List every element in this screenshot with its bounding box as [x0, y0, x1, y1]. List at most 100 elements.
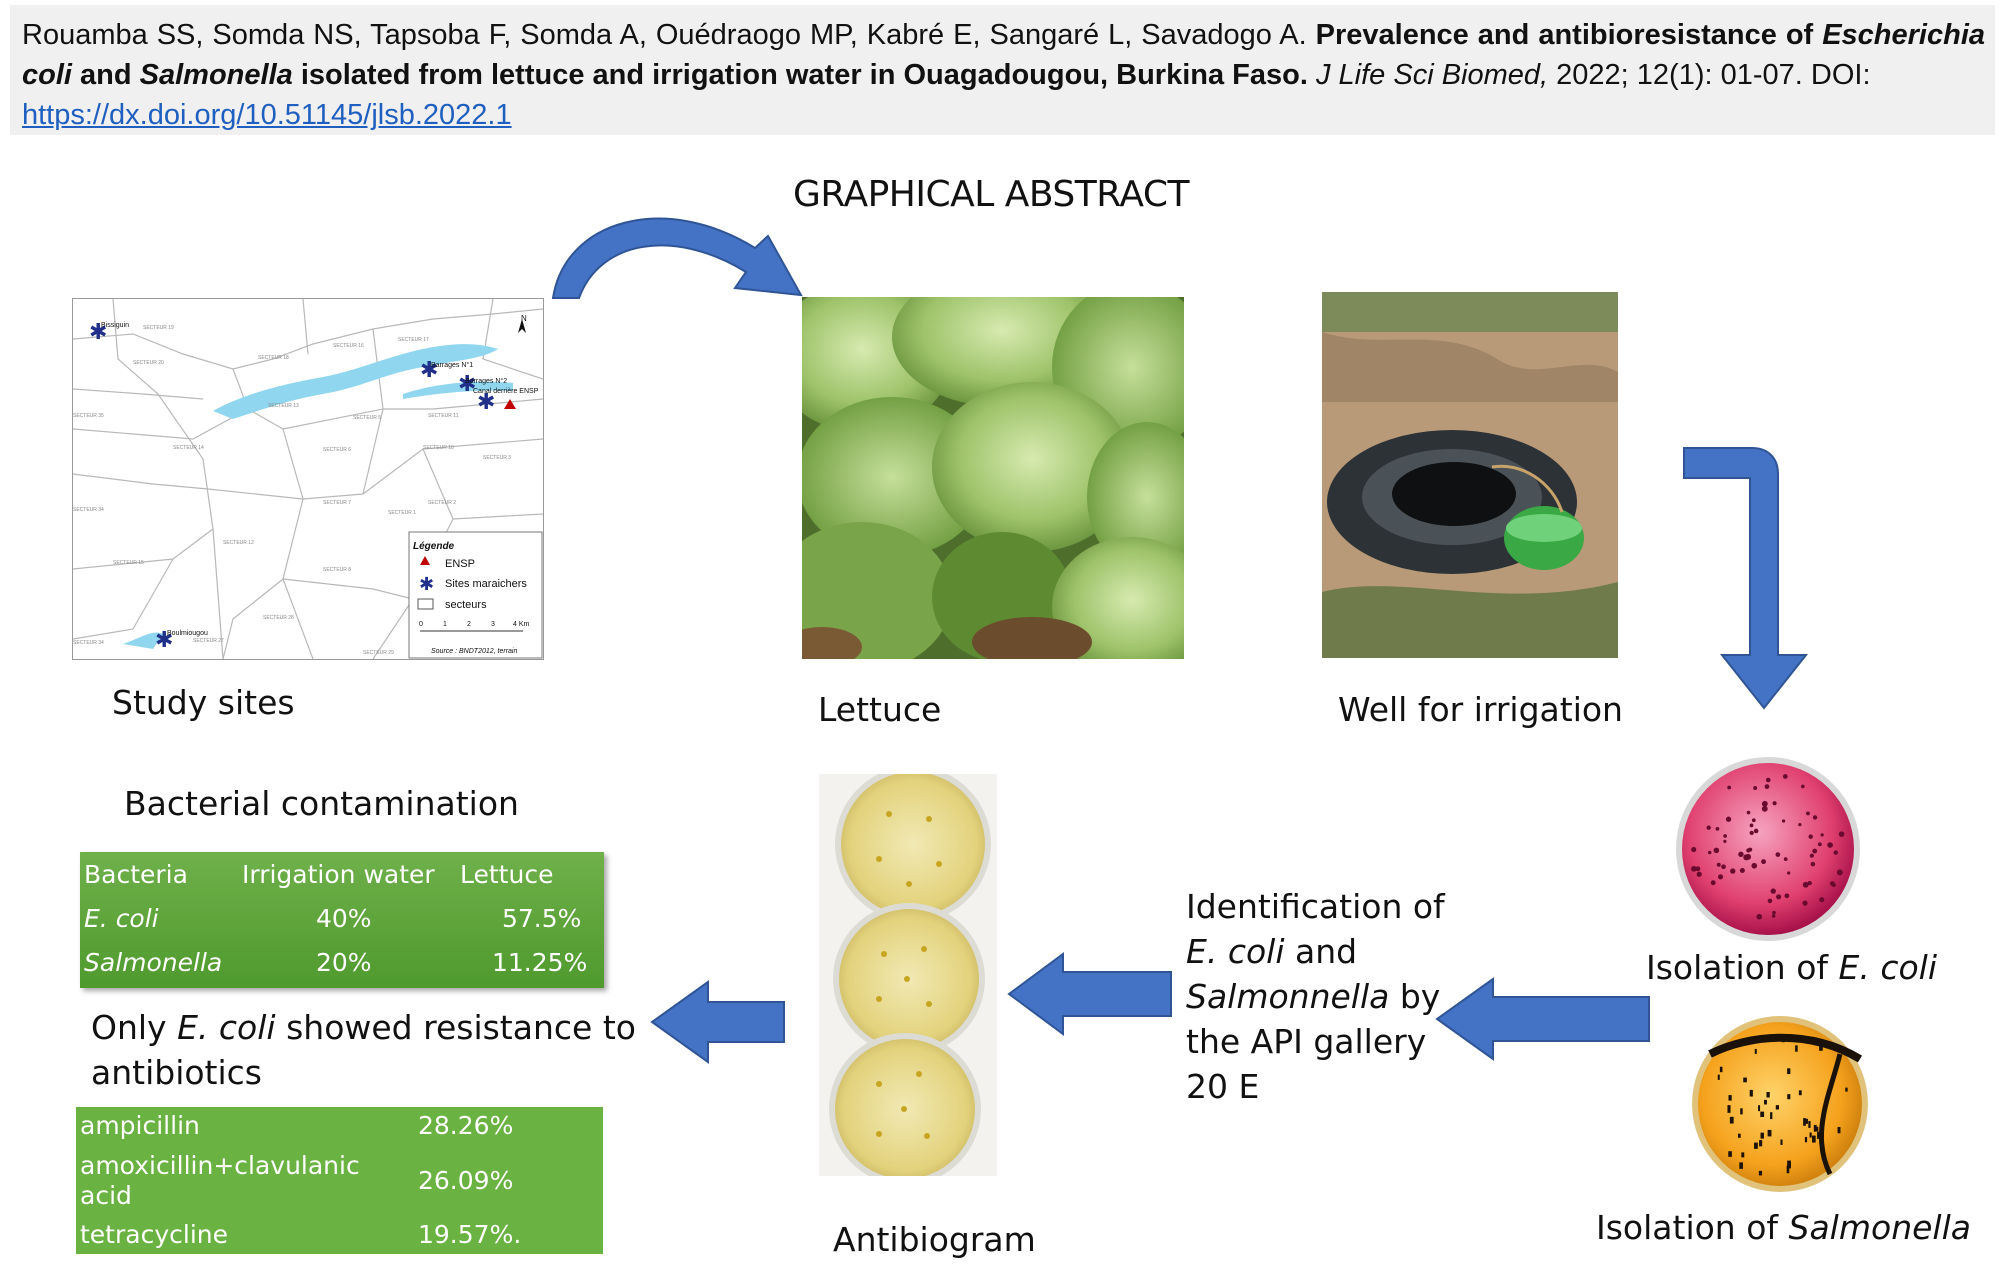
- colony-mark: [1754, 1048, 1757, 1054]
- left-arrow-icon: [1435, 977, 1650, 1061]
- doi-link[interactable]: https://dx.doi.org/10.51145/jlsb.2022.1: [22, 99, 512, 131]
- colony-dot: [1829, 843, 1834, 848]
- study-sites-map: ✱ ✱ ✱ ✱ ✱ ✱ Légende ENSP Sites maraicher…: [72, 298, 544, 660]
- colony-dot: [1833, 850, 1838, 855]
- colony-mark: [1817, 1131, 1820, 1139]
- colony-dot: [1820, 833, 1824, 837]
- colony-dot: [1761, 859, 1766, 865]
- colony-dot: [1810, 861, 1816, 867]
- colony-dot: [1776, 894, 1782, 900]
- colony-mark: [1728, 1095, 1732, 1101]
- svg-text:SECTEUR 6: SECTEUR 6: [323, 447, 351, 453]
- legend-ensp: ENSP: [445, 558, 475, 570]
- colony-dot: [1756, 913, 1763, 920]
- table-row: tetracycline 19.57%.: [80, 1220, 522, 1249]
- citation-journal: J Life Sci Biomed,: [1315, 59, 1549, 91]
- colony-dot: [1802, 900, 1808, 906]
- svg-text:SECTEUR 11: SECTEUR 11: [428, 413, 459, 419]
- legend-secteurs: secteurs: [445, 599, 487, 611]
- colony-mark: [1787, 1160, 1791, 1169]
- svg-text:SECTEUR 19: SECTEUR 19: [143, 325, 174, 331]
- colony-mark: [1739, 1162, 1743, 1169]
- map-source: Source : BNDT2012, terrain: [431, 648, 517, 655]
- svg-text:Canal derrière ENSP: Canal derrière ENSP: [473, 388, 539, 395]
- colony-dot: [1761, 805, 1768, 812]
- colony-dot: [1710, 880, 1716, 886]
- colony-dot: [1691, 846, 1697, 853]
- label-well: Well for irrigation: [1338, 690, 1623, 729]
- colony-mark: [1759, 1140, 1763, 1147]
- colony-dot: [1706, 825, 1711, 830]
- colony-mark: [1741, 1152, 1745, 1158]
- contamination-table: Bacteria Irrigation water Lettuce E. col…: [80, 852, 604, 988]
- ecoli-petri-dish: [1676, 757, 1860, 941]
- svg-text:SECTEUR 1: SECTEUR 1: [388, 510, 416, 516]
- colony-mark: [1775, 1105, 1780, 1110]
- colony-dot: [1784, 893, 1790, 899]
- colony-mark: [1837, 1127, 1841, 1134]
- well-image: [1322, 292, 1618, 658]
- svg-text:✱: ✱: [419, 574, 434, 595]
- colony-mark: [1749, 1089, 1753, 1097]
- label-isolation-ecoli: Isolation of E. coli: [1646, 948, 1938, 987]
- site-marker-icon: ✱: [89, 320, 107, 345]
- citation-issue: 2022; 12(1): 01-07. DOI:: [1556, 59, 1871, 91]
- colony-mark: [1845, 1087, 1848, 1092]
- svg-text:Boulmiougou: Boulmiougou: [167, 630, 208, 637]
- colony-mark: [1819, 1043, 1823, 1051]
- colony-dot: [1715, 826, 1720, 831]
- colony-dot: [1727, 785, 1732, 790]
- identification-text: Identification of E. coli and Salmonnell…: [1186, 887, 1445, 1106]
- colony-mark: [1813, 1124, 1817, 1132]
- colony-mark: [1760, 1111, 1765, 1118]
- citation-genus-2: Salmonella: [139, 59, 293, 91]
- svg-text:SECTEUR 13: SECTEUR 13: [268, 403, 299, 409]
- colony-mark: [1758, 1170, 1763, 1176]
- svg-text:SECTEUR 34: SECTEUR 34: [73, 640, 104, 646]
- salmonella-petri-dish: [1692, 1016, 1868, 1192]
- colony-dot: [1812, 848, 1818, 854]
- colony-dot: [1717, 874, 1724, 880]
- svg-text:0: 0: [419, 621, 423, 628]
- label-study-sites: Study sites: [112, 683, 295, 722]
- table-row: Salmonella 20% 11.25%: [84, 947, 588, 977]
- legend-sites: Sites maraichers: [445, 578, 527, 590]
- colony-mark: [1780, 1139, 1783, 1145]
- colony-mark: [1766, 1092, 1770, 1098]
- svg-text:Barrages N°1: Barrages N°1: [431, 361, 473, 369]
- colony-mark: [1781, 1034, 1785, 1043]
- colony-dot: [1787, 871, 1791, 875]
- colony-dot: [1739, 867, 1745, 874]
- table-row: E. coli 40% 57.5%: [84, 903, 582, 933]
- colony-mark: [1798, 1090, 1802, 1096]
- svg-text:SECTEUR 17: SECTEUR 17: [398, 337, 429, 343]
- table-row: amoxicillin+clavulanic acid 26.09%: [80, 1151, 514, 1210]
- site-marker-icon: ✱: [155, 628, 173, 653]
- citation-authors: Rouamba SS, Somda NS, Tapsoba F, Somda A…: [22, 19, 1307, 51]
- svg-text:SECTEUR 14: SECTEUR 14: [173, 445, 204, 451]
- colony-mark: [1717, 1074, 1720, 1080]
- colony-dot: [1696, 871, 1702, 877]
- bent-arrow-icon: [1683, 447, 1809, 710]
- colony-mark: [1760, 1132, 1764, 1139]
- colony-mark: [1770, 1112, 1773, 1120]
- colony-mark: [1743, 1077, 1747, 1083]
- graphical-abstract-heading: GRAPHICAL ABSTRACT: [793, 174, 1189, 215]
- colony-mark: [1816, 1126, 1819, 1132]
- colony-dot: [1808, 834, 1813, 839]
- colony-dot: [1819, 897, 1825, 903]
- table-row: ampicillin 28.26%: [80, 1111, 514, 1140]
- svg-text:SECTEUR 15: SECTEUR 15: [113, 560, 144, 566]
- colony-dot: [1745, 853, 1752, 860]
- colony-dot: [1806, 811, 1810, 816]
- svg-text:SECTEUR 10: SECTEUR 10: [423, 445, 454, 451]
- colony-mark: [1808, 1121, 1811, 1128]
- colony-dot: [1770, 888, 1776, 894]
- label-lettuce: Lettuce: [818, 690, 942, 729]
- colony-dot: [1802, 881, 1809, 888]
- colony-mark: [1820, 1148, 1825, 1156]
- colony-dot: [1809, 853, 1814, 858]
- table-header-row: Bacteria Irrigation water Lettuce: [80, 852, 604, 896]
- header-irrigation-water: Irrigation water: [242, 859, 435, 889]
- citation-and: and: [80, 59, 132, 91]
